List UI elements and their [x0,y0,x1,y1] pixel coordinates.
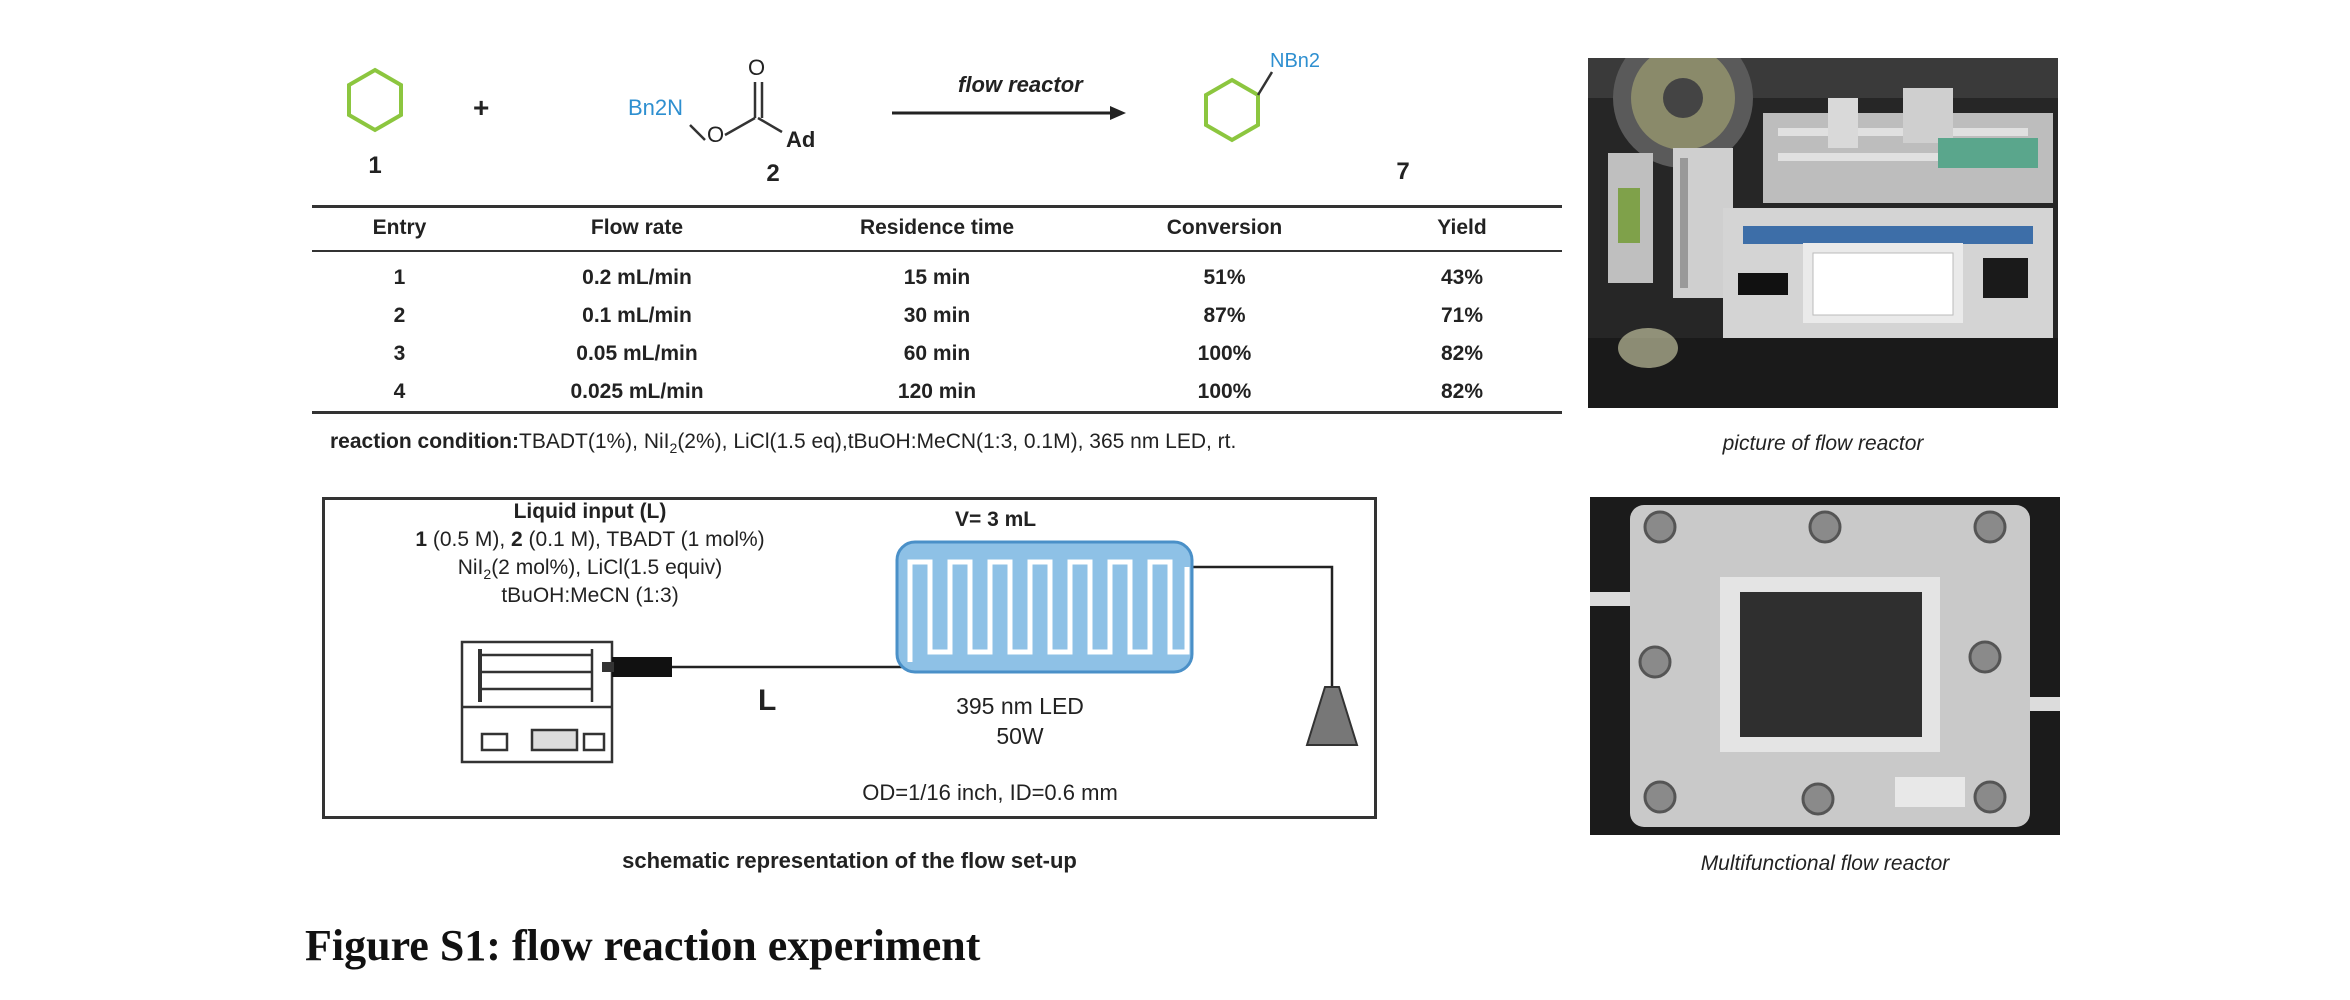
reaction-scheme [347,67,1274,143]
syringe-body [612,657,672,677]
results-table: Entry Flow rate Residence time Conversio… [312,205,1562,414]
line1-text1: (0.5 M), [427,528,512,551]
liquid-input-line2: NiI2(2 mol%), LiCl(1.5 equiv) [330,556,850,582]
flow-reactor-photo-drawing [1588,58,2058,408]
reagent-ester-o: O [707,122,725,147]
header-entry: Entry [312,205,487,252]
line2-a: NiI [457,556,484,579]
cell: 0.1 mL/min [582,304,692,327]
photo2-caption: Multifunctional flow reactor [1700,852,1950,875]
schematic-caption: schematic representation of the flow set… [622,848,1077,873]
table-row: 4 0.025 mL/min 120 min 100% 82% [312,373,1562,414]
header-flow-rate: Flow rate [487,205,787,252]
table-header-row: Entry Flow rate Residence time Conversio… [312,205,1562,252]
condition-sub: 2 [669,440,678,457]
condition-part1: TBADT(1%), NiI [519,430,670,453]
table-row: 3 0.05 mL/min 60 min 100% 82% [312,335,1562,373]
cell: 87% [1203,304,1246,327]
tubing-spec: OD=1/16 inch, ID=0.6 mm [862,780,1118,805]
compound-7-label: 7 [1396,158,1410,185]
reagent-carbonyl-o: O [748,55,766,80]
cell: 4 [312,373,487,414]
compound-1-label: 1 [368,152,382,179]
liquid-input-line3: tBuOH:MeCN (1:3) [501,584,679,607]
led-line1: 395 nm LED [956,693,1084,719]
header-yield: Yield [1362,205,1562,252]
cell: 2 [393,304,406,327]
reaction-condition: reaction condition:TBADT(1%), NiI2(2%), … [330,430,1236,456]
reagent-ad-text: Ad [786,127,816,152]
cell: 15 min [903,266,971,289]
liquid-input-title: Liquid input (L) [513,500,667,523]
product-amine-text: NBn2 [1270,50,1321,72]
flow-reactor-photo [1588,58,2058,408]
cell: 0.025 mL/min [487,373,787,414]
cell: 60 min [903,342,971,365]
condition-prefix: reaction condition: [330,430,519,453]
photo1-caption: picture of flow reactor [1722,432,1924,455]
liquid-input-line1: 1 (0.5 M), 2 (0.1 M), TBADT (1 mol%) [330,528,850,552]
cell: 100% [1087,373,1362,414]
cell: 82% [1440,342,1484,365]
tubing [672,565,1334,687]
collection-flask [1305,686,1359,746]
reagent-2-structure [689,82,783,141]
cell: 51% [1203,266,1246,289]
line1-text2: (0.1 M), TBADT (1 mol%) [522,528,765,551]
cell: 82% [1362,373,1562,414]
plus-sign: + [473,92,490,123]
multifunctional-reactor-photo [1590,497,2060,835]
cyclohexane-ring [347,67,403,133]
cell: 120 min [787,373,1087,414]
line2-sub: 2 [483,566,492,583]
reaction-arrow [892,106,1126,120]
compound-2-ref: 2 [511,528,523,551]
cell: 43% [1440,266,1484,289]
volume-label: V= 3 mL [955,508,1037,531]
cell: 71% [1440,304,1484,327]
table-row: 1 0.2 mL/min 15 min 51% 43% [312,251,1562,297]
condition-part2: (2%), LiCl(1.5 eq),tBuOH:MeCN(1:3, 0.1M)… [677,430,1237,453]
table-row: 2 0.1 mL/min 30 min 87% 71% [312,297,1562,335]
cell: 0.2 mL/min [582,266,692,289]
header-residence-time: Residence time [787,205,1087,252]
syringe-pump [460,640,614,764]
figure-title: Figure S1: flow reaction experiment [305,921,981,970]
multifunctional-reactor-drawing [1590,497,2060,835]
cell: 100% [1197,342,1252,365]
coil-channel [907,559,1190,662]
product-ring [1204,77,1260,143]
arrow-label: flow reactor [958,72,1083,97]
cell: 0.05 mL/min [576,342,698,365]
line2-b: (2 mol%), LiCl(1.5 equiv) [491,556,723,579]
led-line2: 50W [996,723,1044,749]
compound-2-label: 2 [766,160,780,187]
cell: 1 [393,266,406,289]
cell: 3 [393,342,406,365]
compound-1-ref: 1 [415,528,428,551]
header-conversion: Conversion [1087,205,1362,252]
schematic-box [322,497,1377,819]
L-label: L [758,684,777,717]
reagent-amine-text: Bn2N [628,95,684,120]
flow-setup-diagram [460,540,1359,764]
cell: 30 min [903,304,971,327]
